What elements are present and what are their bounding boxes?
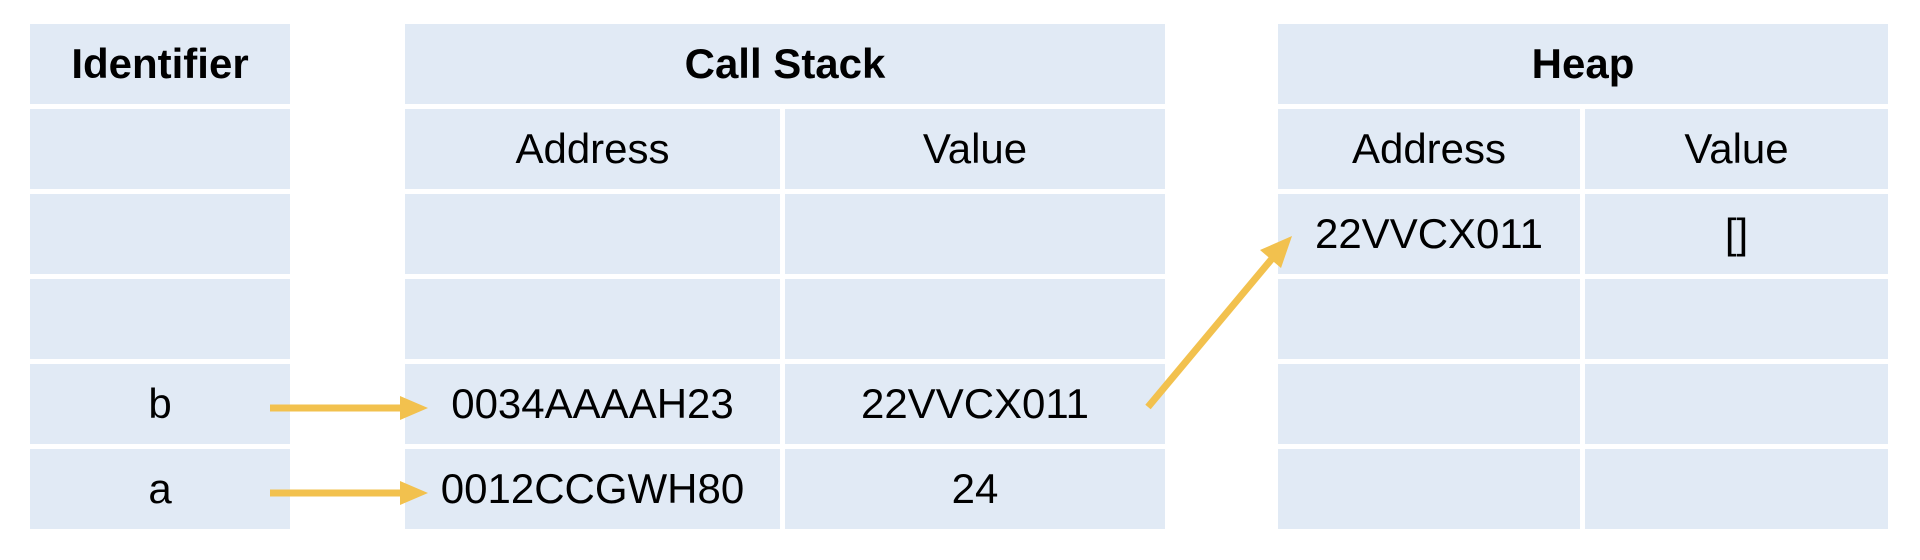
heap-title: Heap: [1278, 24, 1888, 104]
call-stack-address-header: Address: [405, 109, 780, 189]
call-stack-title: Call Stack: [405, 24, 1165, 104]
heap-value-cell: []: [1585, 194, 1888, 274]
heap-address-header: Address: [1278, 109, 1580, 189]
identifier-cell-a: a: [30, 449, 290, 529]
arrow-stack-to-heap: [1145, 252, 1278, 410]
identifier-cell: [30, 194, 290, 274]
heap-address-cell: [1278, 449, 1580, 529]
call-stack-address-cell: [405, 279, 780, 359]
heap-address-cell: [1278, 364, 1580, 444]
call-stack-address-cell: [405, 194, 780, 274]
identifier-cell: [30, 279, 290, 359]
heap-value-cell: [1585, 449, 1888, 529]
call-stack-value-cell-b: 22VVCX011: [785, 364, 1165, 444]
call-stack-address-cell-b: 0034AAAAH23: [405, 364, 780, 444]
heap-table: Heap Address Value 22VVCX011 []: [1278, 24, 1888, 529]
identifier-cell: [30, 109, 290, 189]
identifier-table: Identifier b a: [30, 24, 290, 529]
heap-value-cell: [1585, 364, 1888, 444]
call-stack-value-header: Value: [785, 109, 1165, 189]
call-stack-table: Call Stack Address Value 0034AAAAH23 22V…: [405, 24, 1165, 529]
heap-value-header: Value: [1585, 109, 1888, 189]
call-stack-value-cell-a: 24: [785, 449, 1165, 529]
call-stack-address-cell-a: 0012CCGWH80: [405, 449, 780, 529]
heap-value-cell: [1585, 279, 1888, 359]
heap-address-cell: 22VVCX011: [1278, 194, 1580, 274]
call-stack-value-cell: [785, 194, 1165, 274]
heap-address-cell: [1278, 279, 1580, 359]
identifier-cell-b: b: [30, 364, 290, 444]
identifier-title: Identifier: [30, 24, 290, 104]
call-stack-value-cell: [785, 279, 1165, 359]
